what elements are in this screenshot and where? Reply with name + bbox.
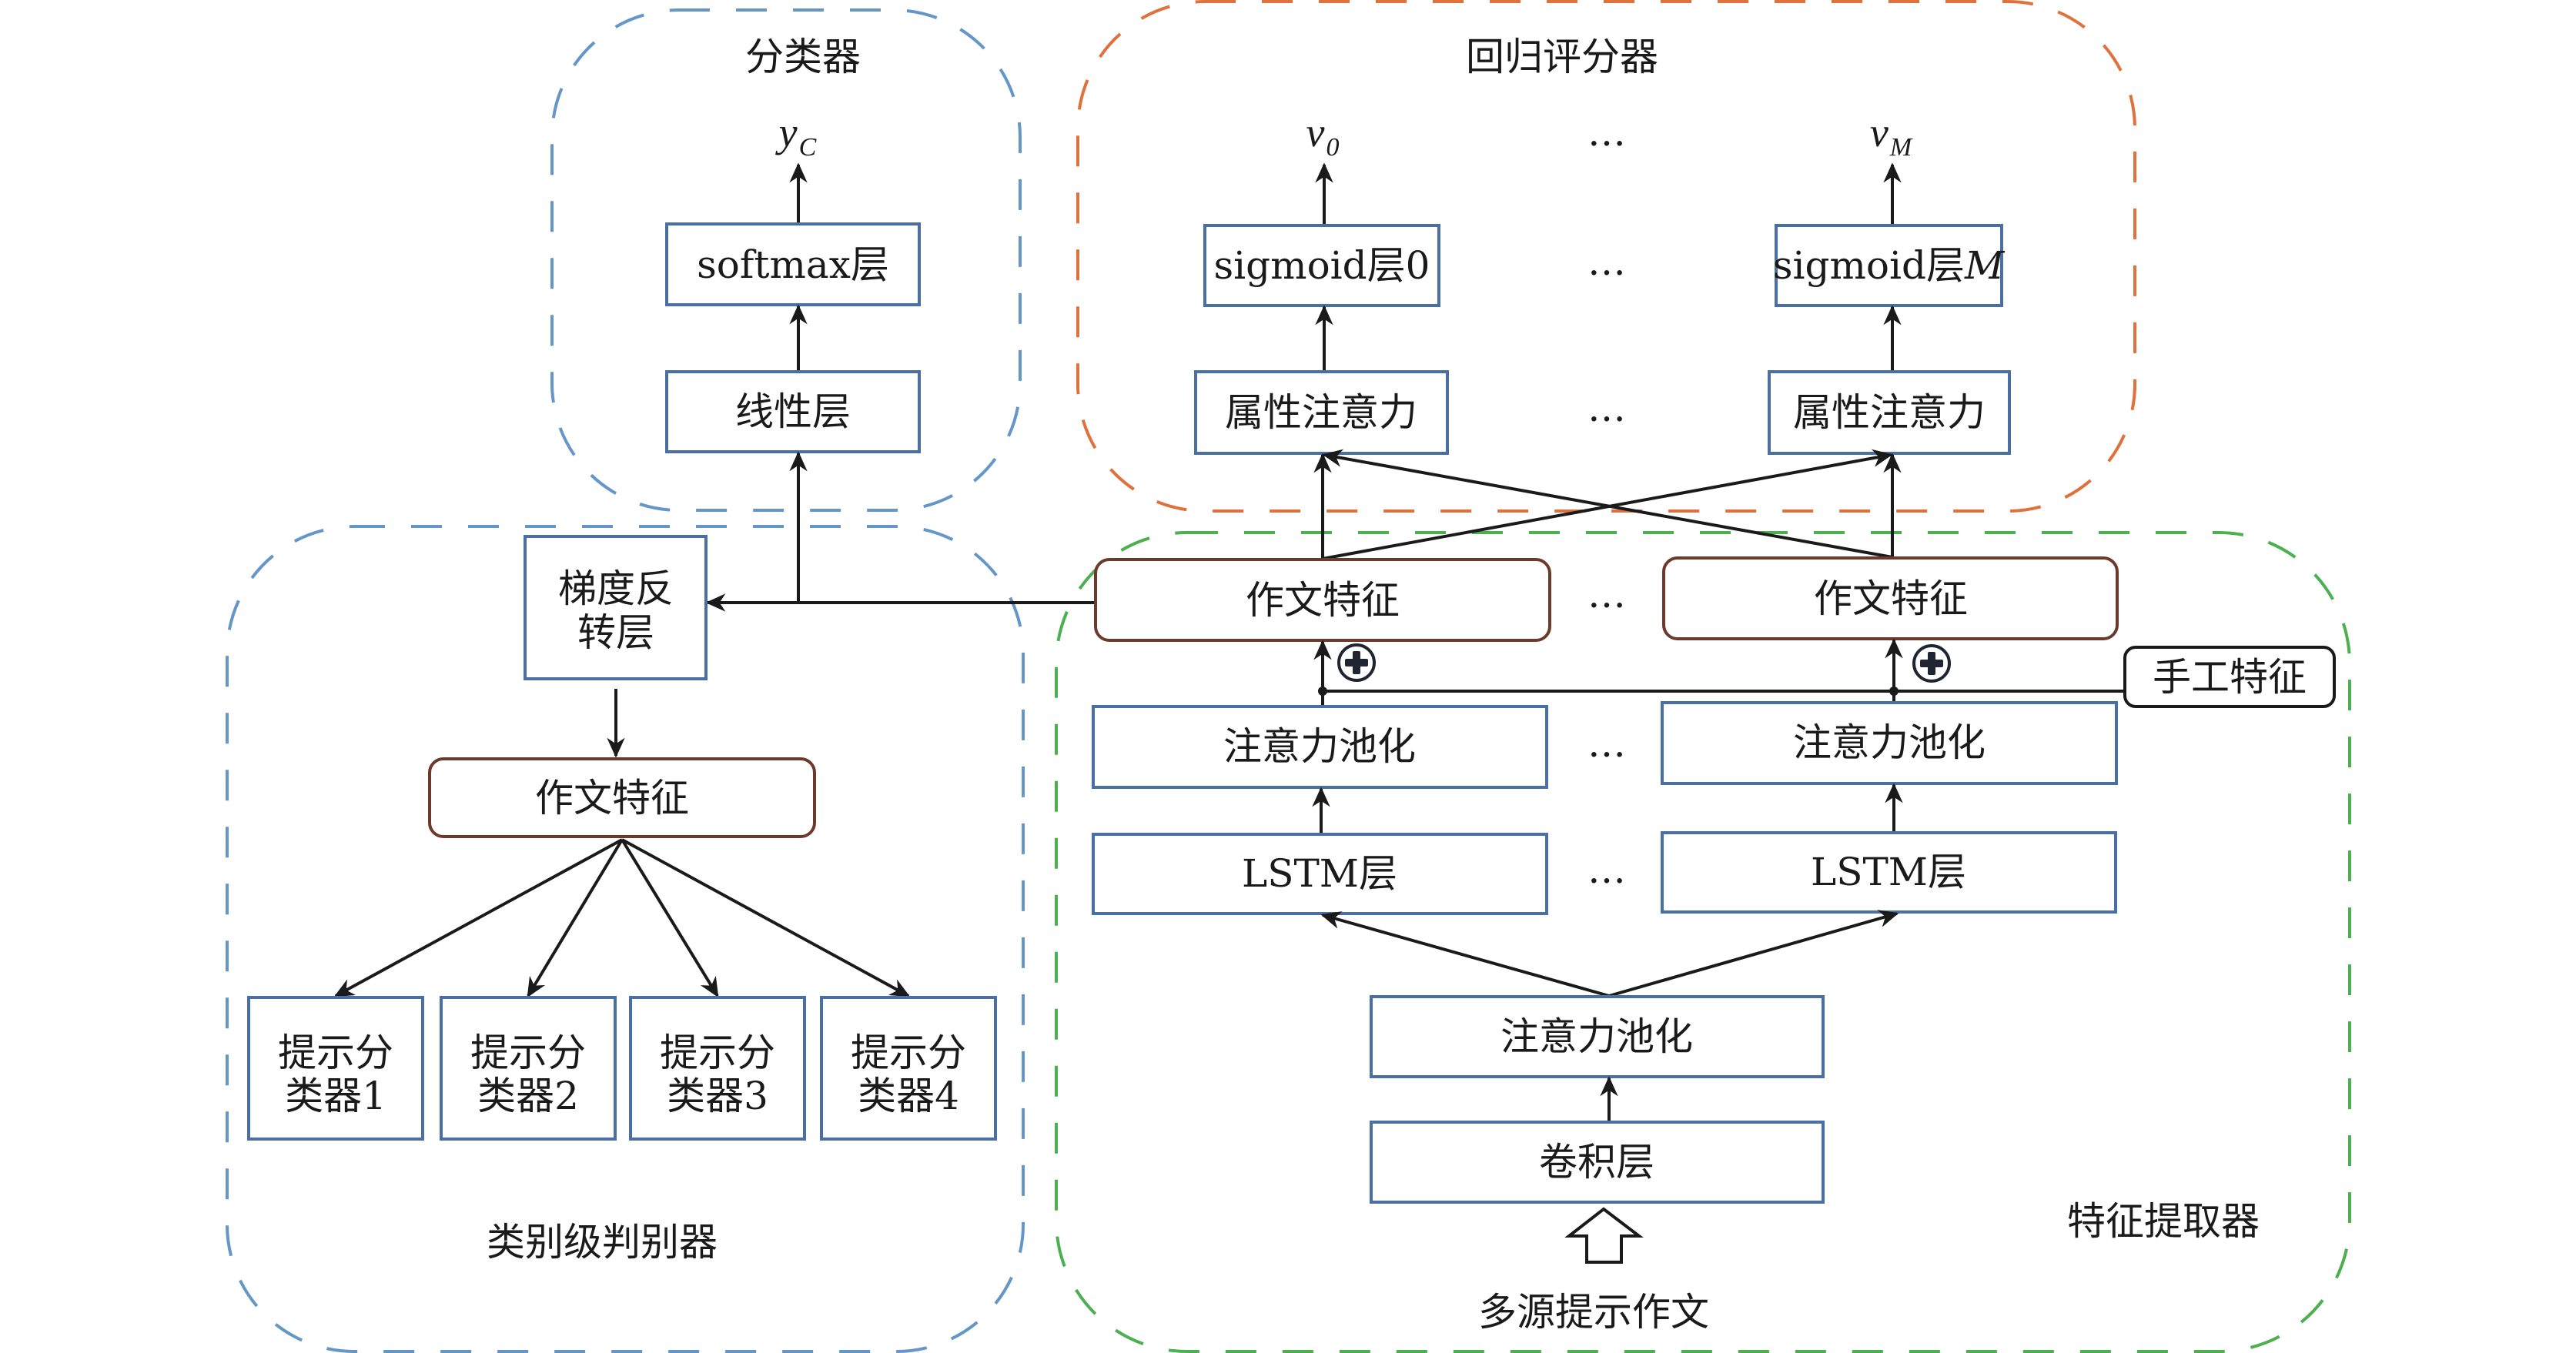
attribute-attention-0-label: 属性注意力 bbox=[1225, 390, 1417, 435]
attribute-attention-ellipsis: … bbox=[1587, 386, 1626, 430]
lstm-layer-m-box bbox=[1661, 831, 2117, 914]
feature-extractor-module-border bbox=[1055, 531, 2351, 1353]
prompt-classifier-3-label-line2: 类器3 bbox=[667, 1074, 768, 1118]
prompt-classifier-1-label-line1: 提示分 bbox=[278, 1031, 393, 1075]
arrow-featm-to-attn0 bbox=[1322, 449, 1893, 559]
classifier-module-border bbox=[550, 8, 1022, 512]
discriminator-title: 类别级判别器 bbox=[487, 1220, 718, 1264]
prompt-classifier-2-label-line2: 类器2 bbox=[477, 1074, 579, 1118]
attention-pooling-0-label: 注意力池化 bbox=[1223, 724, 1416, 769]
v0-base: v bbox=[1306, 109, 1325, 155]
sigmoid-layer-0-label: sigmoid层0 bbox=[1214, 243, 1430, 288]
linear-layer-label: 线性层 bbox=[735, 389, 851, 434]
arrow-shared-pool-to-lstm0 bbox=[1320, 911, 1610, 997]
v0-output-label: v0 bbox=[1306, 109, 1340, 162]
lstm-ellipsis: … bbox=[1587, 847, 1626, 892]
feature-extractor-title: 特征提取器 bbox=[2067, 1199, 2260, 1244]
prompt-classifier-arrows bbox=[333, 838, 911, 998]
gradient-reversal-label-line2: 转层 bbox=[577, 610, 654, 655]
convolution-layer-label: 卷积层 bbox=[1539, 1140, 1654, 1184]
attribute-attention-m-label: 属性注意力 bbox=[1793, 390, 1986, 435]
handcrafted-feature-box bbox=[2123, 646, 2336, 708]
attention-pooling-m-label: 注意力池化 bbox=[1793, 720, 1986, 765]
attention-pooling-m-box bbox=[1661, 701, 2118, 785]
vm-base: v bbox=[1870, 109, 1889, 155]
attention-pooling-ellipsis: … bbox=[1587, 721, 1626, 766]
yc-base: y bbox=[775, 109, 798, 155]
svg-text:yC: yC bbox=[775, 109, 817, 162]
attribute-attention-m-box bbox=[1768, 370, 2011, 455]
sigmoid-layer-m-label: sigmoid层M bbox=[1773, 243, 2006, 288]
shared-attention-pooling-box bbox=[1370, 995, 1825, 1078]
prompt-classifier-1-label-line2: 类器1 bbox=[285, 1074, 386, 1118]
essay-feature-ellipsis: … bbox=[1587, 572, 1626, 616]
svg-text:vM: vM bbox=[1870, 109, 1913, 162]
regressor-output-ellipsis: … bbox=[1587, 110, 1626, 155]
vm-output-label: vM bbox=[1870, 109, 1913, 162]
junction-dot-m bbox=[1889, 687, 1899, 696]
arrow-shared-pool-to-lstmm bbox=[1608, 910, 1899, 997]
essay-feature-m-label: 作文特征 bbox=[1814, 576, 1968, 621]
attribute-attention-0-box bbox=[1194, 370, 1449, 455]
prompt-classifier-4-label-line2: 类器4 bbox=[858, 1074, 959, 1118]
yc-subscript: C bbox=[799, 133, 817, 162]
sigmoid-layer-0-box bbox=[1203, 224, 1440, 307]
softmax-layer-label: softmax层 bbox=[697, 242, 889, 287]
plus-circle-icon bbox=[1912, 644, 1951, 683]
arrow-feature-to-prompt-classifier-3 bbox=[621, 838, 719, 998]
discriminator-essay-feature-label: 作文特征 bbox=[535, 776, 689, 820]
prompt-classifier-2-box bbox=[440, 996, 617, 1141]
prompt-classifier-1-box bbox=[247, 996, 424, 1141]
linear-layer-box bbox=[665, 370, 921, 453]
svg-text:v0: v0 bbox=[1306, 109, 1340, 162]
discriminator-module-border bbox=[226, 525, 1025, 1353]
sigmoid-0-text: sigmoid层 bbox=[1214, 243, 1406, 288]
arrow-feature-to-prompt-classifier-2 bbox=[527, 838, 624, 998]
sigmoid-m-suffix: M bbox=[1964, 243, 2006, 288]
prompt-classifier-2-label-line1: 提示分 bbox=[470, 1031, 586, 1075]
convolution-layer-box bbox=[1370, 1121, 1825, 1204]
lstm-layer-m-label: LSTM层 bbox=[1811, 850, 1966, 894]
discriminator-essay-feature-box bbox=[428, 757, 816, 838]
lstm-layer-0-box bbox=[1092, 833, 1548, 915]
hollow-up-arrow-icon bbox=[1564, 1207, 1644, 1264]
vm-subscript: M bbox=[1889, 133, 1913, 162]
sigmoid-m-text: sigmoid层 bbox=[1773, 243, 1965, 288]
input-essays-label: 多源提示作文 bbox=[1478, 1290, 1709, 1335]
prompt-classifier-4-label-line1: 提示分 bbox=[851, 1031, 966, 1075]
sigmoid-0-suffix: 0 bbox=[1406, 243, 1430, 288]
classifier-title: 分类器 bbox=[745, 35, 861, 79]
handcrafted-feature-label: 手工特征 bbox=[2153, 655, 2307, 700]
arrow-feature-to-prompt-classifier-1 bbox=[333, 838, 623, 997]
junction-dot-0 bbox=[1318, 687, 1327, 696]
gradient-reversal-label-line1: 梯度反 bbox=[558, 566, 674, 611]
softmax-layer-box bbox=[665, 222, 921, 306]
prompt-classifier-3-box bbox=[629, 996, 806, 1141]
regressor-title: 回归评分器 bbox=[1466, 35, 1658, 79]
essay-feature-0-label: 作文特征 bbox=[1246, 578, 1400, 623]
classifier-output-label: yC bbox=[775, 109, 817, 162]
sigmoid-ellipsis: … bbox=[1587, 239, 1626, 284]
gradient-reversal-box bbox=[524, 535, 708, 680]
v0-subscript: 0 bbox=[1326, 133, 1339, 162]
plus-circle-icon bbox=[1337, 643, 1376, 682]
prompt-classifier-4-box bbox=[820, 996, 997, 1141]
prompt-classifier-3-label-line1: 提示分 bbox=[660, 1031, 775, 1075]
arrow-feature-to-prompt-classifier-4 bbox=[621, 838, 911, 997]
shared-attention-pooling-label: 注意力池化 bbox=[1500, 1014, 1693, 1059]
lstm-layer-0-label: LSTM层 bbox=[1242, 851, 1397, 896]
regressor-module-border bbox=[1076, 0, 2136, 513]
